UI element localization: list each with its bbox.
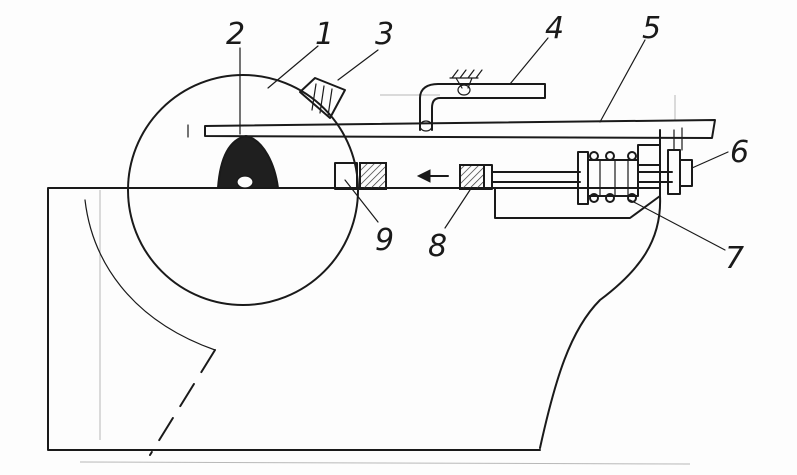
dashed-guard-line bbox=[149, 349, 216, 456]
inner-guard-arc bbox=[84, 199, 216, 351]
workpiece-hub bbox=[236, 175, 254, 189]
label-9: 9 bbox=[375, 223, 394, 258]
pusher-block-8 bbox=[459, 164, 485, 190]
stop-block-9-hatch bbox=[359, 162, 387, 190]
guide-rail bbox=[204, 119, 716, 139]
label-5: 5 bbox=[642, 11, 661, 46]
leader-lines bbox=[239, 37, 729, 251]
lever-arm bbox=[419, 83, 546, 131]
label-3: 3 bbox=[375, 17, 394, 52]
adjusting-nut bbox=[667, 127, 693, 195]
push-rod bbox=[491, 171, 581, 183]
label-4: 4 bbox=[545, 11, 564, 46]
stop-block-9 bbox=[334, 162, 358, 190]
grinding-wheel bbox=[127, 74, 359, 306]
fixed-support bbox=[449, 69, 483, 89]
label-8: 8 bbox=[428, 229, 447, 264]
upper-pivot bbox=[457, 84, 471, 96]
spring-assembly bbox=[577, 144, 673, 205]
lever-pivot bbox=[419, 120, 433, 132]
direction-arrow bbox=[416, 169, 449, 183]
construction-lines bbox=[79, 94, 691, 465]
label-2: 2 bbox=[226, 17, 245, 52]
label-1: 1 bbox=[315, 17, 334, 52]
machine-body bbox=[47, 129, 662, 451]
label-7: 7 bbox=[725, 241, 744, 276]
label-6: 6 bbox=[730, 135, 749, 170]
